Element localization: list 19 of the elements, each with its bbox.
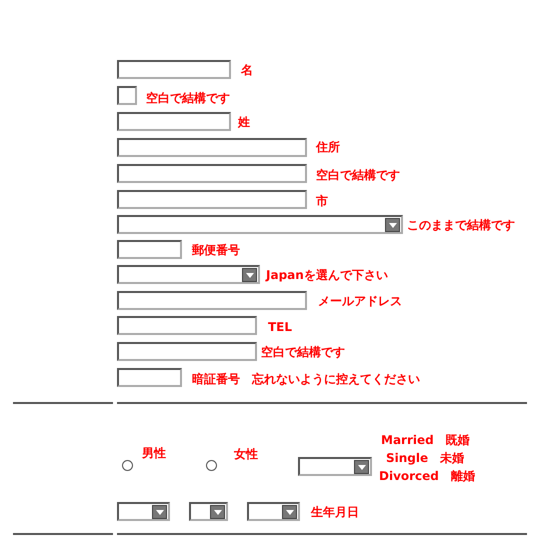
field-label: Divorced 離婚 xyxy=(379,469,475,483)
field-label: 空白で結構です xyxy=(261,345,345,359)
field-label: 姓 xyxy=(238,115,250,129)
field-label: 市 xyxy=(316,194,328,208)
field-label: メールアドレス xyxy=(318,294,402,308)
field-label: 名 xyxy=(241,63,253,77)
field-label: 生年月日 xyxy=(311,505,359,519)
field-label: 空白で結構です xyxy=(316,168,400,182)
field-label: 男性 xyxy=(142,446,166,460)
field-label: TEL xyxy=(268,320,292,334)
field-label: Single 未婚 xyxy=(386,451,464,465)
field-label: このままで結構です xyxy=(407,218,515,232)
field-label: 空白で結構です xyxy=(146,91,230,105)
field-label: 郵便番号 xyxy=(192,243,240,257)
field-label: Japanを選んで下さい xyxy=(266,268,388,282)
field-label: 女性 xyxy=(234,447,258,461)
field-label: 暗証番号 忘れないように控えてください xyxy=(192,372,420,386)
field-label: 住所 xyxy=(316,140,340,154)
field-label: Married 既婚 xyxy=(381,433,470,447)
